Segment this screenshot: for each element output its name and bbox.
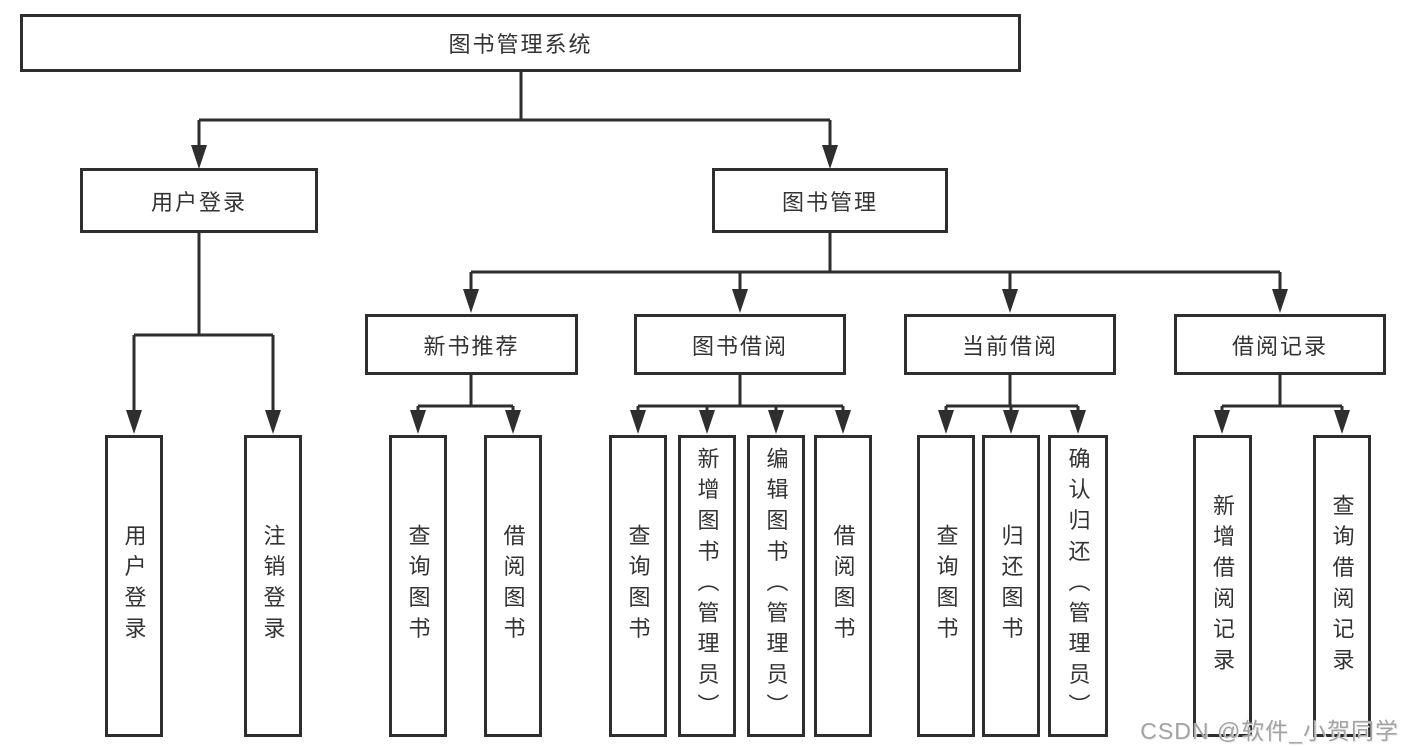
leaf-borrow-books-recommend: 借阅图书 bbox=[484, 435, 542, 737]
node-book-borrow-label: 图书借阅 bbox=[691, 333, 788, 359]
leaf-borrow-books: 借阅图书 bbox=[814, 435, 872, 737]
leaf-add-books-admin: 新增图书（管理员） bbox=[678, 435, 736, 737]
leaf-logout-label: 注销登录 bbox=[260, 524, 286, 648]
node-user-login-label: 用户登录 bbox=[150, 189, 247, 215]
node-borrow-records: 借阅记录 bbox=[1174, 314, 1386, 375]
leaf-return-books: 归还图书 bbox=[982, 435, 1040, 737]
leaf-user-login: 用户登录 bbox=[105, 435, 163, 737]
leaf-query-books-current-label: 查询图书 bbox=[933, 524, 959, 648]
node-current-borrow-label: 当前借阅 bbox=[961, 333, 1058, 359]
leaf-edit-books-admin: 编辑图书（管理员） bbox=[747, 435, 805, 737]
leaf-query-borrow-record-label: 查询借阅记录 bbox=[1329, 493, 1355, 679]
node-book-borrow: 图书借阅 bbox=[634, 314, 846, 375]
watermark: CSDN @软件_小贺同学 bbox=[1140, 718, 1399, 744]
leaf-query-books-current: 查询图书 bbox=[917, 435, 975, 737]
node-root: 图书管理系统 bbox=[20, 14, 1021, 72]
node-new-book-recommend: 新书推荐 bbox=[365, 314, 578, 375]
leaf-return-books-label: 归还图书 bbox=[998, 524, 1024, 648]
node-book-management-label: 图书管理 bbox=[781, 189, 878, 215]
leaf-add-books-admin-label: 新增图书（管理员） bbox=[694, 447, 720, 725]
leaf-borrow-books-recommend-label: 借阅图书 bbox=[500, 524, 526, 648]
node-borrow-records-label: 借阅记录 bbox=[1231, 333, 1328, 359]
leaf-query-books-borrow: 查询图书 bbox=[609, 435, 667, 737]
leaf-add-borrow-record-label: 新增借阅记录 bbox=[1210, 493, 1236, 679]
leaf-query-books-recommend: 查询图书 bbox=[389, 435, 447, 737]
leaf-logout: 注销登录 bbox=[244, 435, 302, 737]
leaf-add-borrow-record: 新增借阅记录 bbox=[1193, 435, 1252, 737]
node-root-label: 图书管理系统 bbox=[448, 32, 593, 57]
node-current-borrow: 当前借阅 bbox=[904, 314, 1116, 375]
leaf-query-books-recommend-label: 查询图书 bbox=[405, 524, 431, 648]
node-new-book-recommend-label: 新书推荐 bbox=[423, 333, 520, 359]
leaf-confirm-return-admin: 确认归还（管理员） bbox=[1048, 435, 1108, 737]
leaf-borrow-books-label: 借阅图书 bbox=[830, 524, 856, 648]
leaf-confirm-return-admin-label: 确认归还（管理员） bbox=[1065, 447, 1091, 725]
leaf-user-login-label: 用户登录 bbox=[121, 524, 147, 648]
node-user-login: 用户登录 bbox=[80, 168, 318, 233]
leaf-query-books-borrow-label: 查询图书 bbox=[625, 524, 651, 648]
leaf-edit-books-admin-label: 编辑图书（管理员） bbox=[763, 447, 789, 725]
node-book-management: 图书管理 bbox=[712, 168, 948, 233]
leaf-query-borrow-record: 查询借阅记录 bbox=[1313, 435, 1371, 737]
